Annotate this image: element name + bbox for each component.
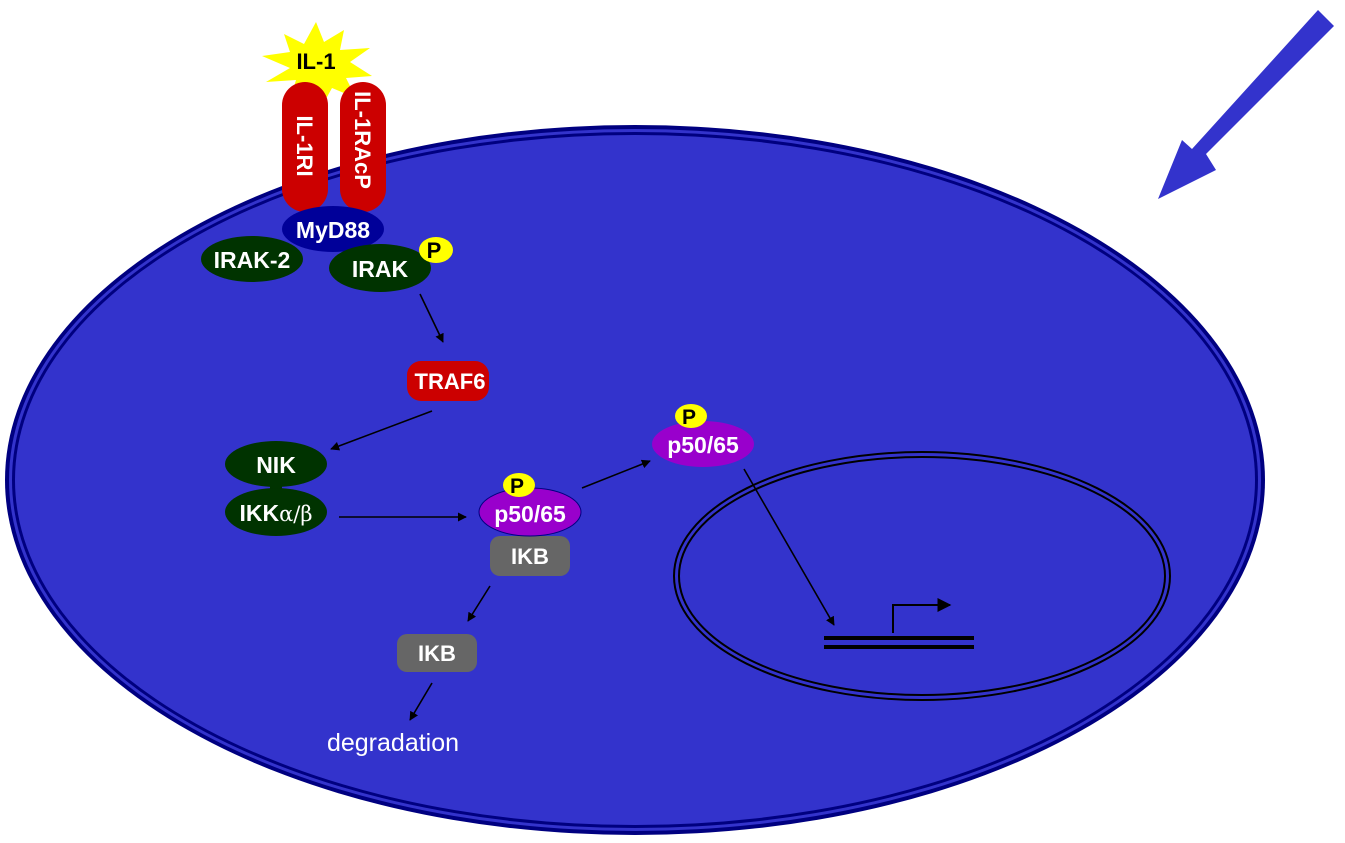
node-myd88: MyD88 [282,206,384,252]
irak2-shape [201,236,303,282]
myd88-label: MyD88 [296,217,370,243]
node-ikk: IKKα/β [225,484,327,536]
il1ri-body [282,82,328,212]
il1ri-label: IL-1RI [292,115,317,176]
ikk-suffix: α/β [279,502,312,526]
nik-shape [225,441,327,487]
ikk-prefix: IKK [239,500,279,526]
node-nfkb-ikb-complex: IKB p50/65 P [478,473,582,576]
external-stimulus-arrow [1158,10,1334,199]
arrow-ikb-release [467,585,491,622]
receptor-il1ri: IL-1RI [282,82,328,212]
ikb-free-shape [397,634,477,672]
p5065-active-label: p50/65 [667,432,739,458]
ikb-bound-shape [490,536,570,576]
node-irak2: IRAK-2 [201,236,303,282]
node-traf6: TRAF6 [407,361,489,401]
nucleus [673,451,1171,701]
irak2-label: IRAK-2 [214,247,291,273]
irak-phosphate [419,237,453,263]
il1racp-body [340,82,386,212]
p5065-active-phosphate [675,404,707,428]
dna-strand-bottom [824,645,974,649]
node-nfkb-active: p50/65 P [652,404,754,467]
irak-shape [329,244,431,292]
myd88-shape [282,206,384,252]
cytoplasm [15,135,1255,825]
il1-label: IL-1 [296,49,335,74]
arrow-nfkb-to-active [581,459,651,489]
p5065-cyto-phosphate [503,473,535,497]
il1racp-label: IL-1RAcP [350,91,375,189]
ikb-free-label: IKB [418,641,456,666]
dna-strand-top [824,636,974,640]
cell [5,125,1265,835]
degradation-label: degradation [327,729,459,757]
arrow-traf6-to-nik [330,410,433,451]
irak-label: IRAK [352,256,409,282]
p5065-cyto-phosphate-label: P [510,475,524,498]
arrow-active-to-dna [743,468,835,626]
nik-label: NIK [256,452,296,478]
dna-gene [824,598,974,649]
ikk-shape [225,488,327,536]
p5065-active-phosphate-label: P [682,406,696,429]
ikb-bound-label: IKB [511,544,549,569]
ikk-label: IKKα/β [239,500,312,526]
node-ikb-free: IKB [397,634,477,672]
nuclear-envelope-inner [678,456,1166,696]
receptor-il1racp: IL-1RAcP [340,82,386,212]
pathway-arrows [330,293,835,721]
arrow-ikb-to-degradation [409,682,433,721]
traf6-label: TRAF6 [415,369,486,394]
p5065-active-shape [652,421,754,467]
p5065-cyto-label: p50/65 [494,501,566,527]
node-irak: IRAK P [329,237,453,292]
il1-ligand: IL-1 [262,22,372,106]
nuclear-envelope-outer [673,451,1171,701]
arrow-irak-to-traf6 [419,293,444,343]
irak-phosphate-label: P [427,238,442,263]
traf6-shape [407,361,489,401]
node-nik: NIK [225,441,327,487]
transcription-start-arrow [892,598,952,633]
il1-starburst [262,22,372,106]
